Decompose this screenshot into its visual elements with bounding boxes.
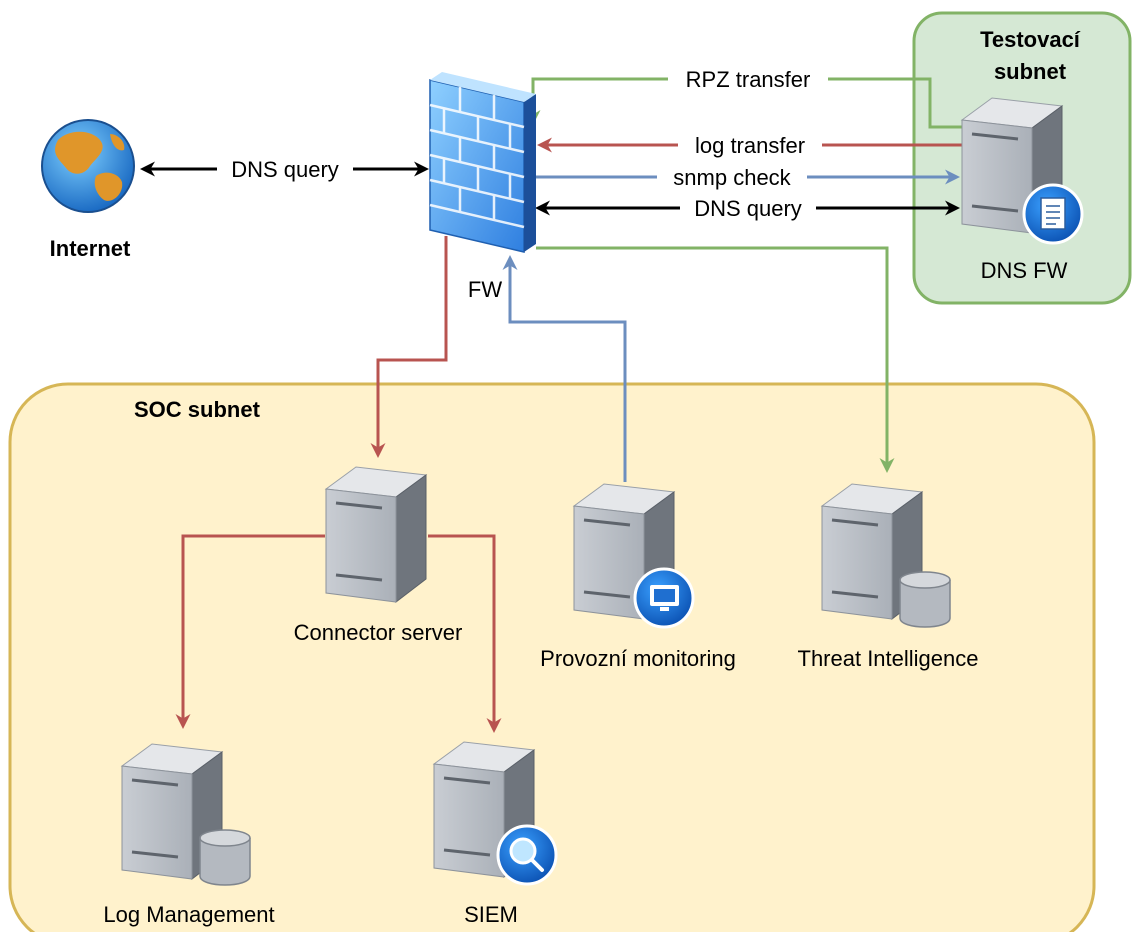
- siem-label: SIEM: [464, 902, 518, 927]
- edge-rpz-label-bg: [668, 64, 828, 94]
- provozni-monitoring-label: Provozní monitoring: [540, 646, 736, 671]
- search-icon: [496, 824, 558, 886]
- soc-subnet-label: SOC subnet: [134, 397, 261, 422]
- internet-label-bg: [38, 232, 142, 264]
- threat-intelligence-label: Threat Intelligence: [798, 646, 979, 671]
- monitor-icon: [633, 567, 695, 629]
- fw-label: FW: [468, 277, 502, 302]
- edge-snmp-label-bg: [657, 163, 807, 191]
- edge-fw-threat-intel: [536, 246, 895, 473]
- testovaci-subnet-label-line2: subnet: [994, 59, 1067, 84]
- connector-server-label: Connector server: [294, 620, 463, 645]
- database-icon: [199, 829, 251, 886]
- fw-label-bg: [462, 274, 508, 304]
- globe-icon: [41, 119, 135, 213]
- edge-internet-dns-label-bg: [217, 155, 353, 183]
- edge-fw-dnsfw-label-bg: [680, 194, 816, 222]
- edge-snmp-label: snmp check: [673, 165, 791, 190]
- document-icon: [1022, 183, 1084, 245]
- edge-connector-siem: [428, 534, 502, 733]
- dns-fw-label: DNS FW: [981, 258, 1068, 283]
- edge-log-label: log transfer: [695, 133, 805, 158]
- edge-rpz-label: RPZ transfer: [686, 67, 811, 92]
- edge-log-label-bg: [678, 131, 822, 159]
- edge-connector-log-mgmt: [175, 534, 325, 729]
- internet-label: Internet: [50, 236, 131, 261]
- edge-monitoring-fw: [502, 255, 627, 482]
- server-icon-connector: [324, 465, 428, 604]
- log-management-label: Log Management: [103, 902, 274, 927]
- database-icon: [899, 571, 951, 628]
- edge-fw-connector: [370, 236, 448, 458]
- testovaci-subnet-label-line1: Testovací: [980, 27, 1081, 52]
- firewall-icon: [429, 72, 536, 253]
- edge-fw-dnsfw-label: DNS query: [694, 196, 802, 221]
- edge-internet-dns-label: DNS query: [231, 157, 339, 182]
